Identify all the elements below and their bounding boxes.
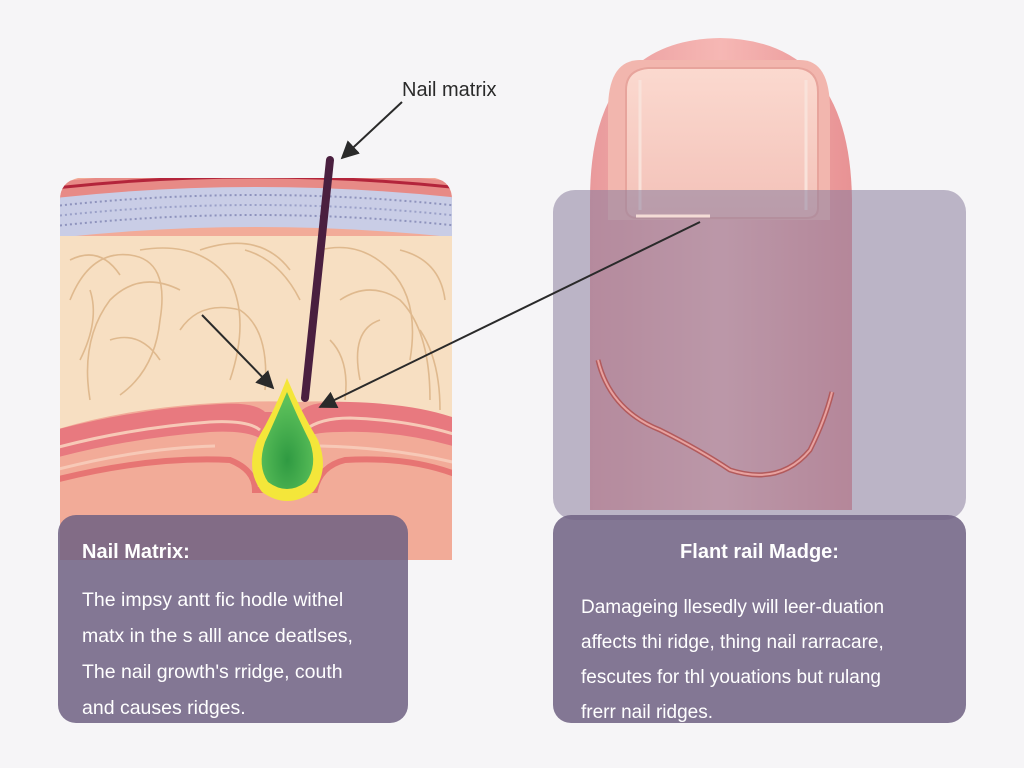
right-panel-line: Damageing llesedly will leer-duation xyxy=(581,597,885,618)
right-info-panel: Flant rail Madge: Damageing llesedly wil… xyxy=(553,515,966,723)
matrix-arrow xyxy=(201,314,275,390)
matrix-pointer-bar xyxy=(301,156,334,402)
matrix-core xyxy=(261,392,314,489)
epidermis-line xyxy=(60,178,452,190)
right-panel-line: fescutes for thl youations but rulang xyxy=(581,667,881,688)
left-panel-line: matx in the s alll ance deatlses, xyxy=(82,625,353,647)
right-panel-body: Damageing llesedly will leer-duation aff… xyxy=(581,590,938,730)
nail-matrix-label: Nail matrix xyxy=(402,79,496,101)
nail-matrix-structure xyxy=(252,378,323,501)
right-panel-line: affects thi ridge, thing nail rarracare, xyxy=(581,632,884,653)
dotted-layer xyxy=(60,187,452,238)
left-panel-line: and causes ridges. xyxy=(82,697,246,719)
label-arrow xyxy=(340,101,403,160)
left-panel-line: The nail growth's rridge, couth xyxy=(82,661,343,683)
dermis-tissue xyxy=(60,236,452,430)
right-panel-title: Flant rail Madge: xyxy=(680,541,839,563)
right-panel-line: frerr nail ridges. xyxy=(581,702,713,723)
left-panel-body: The impsy antt fic hodle withel matx in … xyxy=(82,582,384,726)
left-panel-line: The impsy antt fic hodle withel xyxy=(82,589,344,611)
nail-overlay-panel xyxy=(553,190,966,520)
tissue-fibers xyxy=(69,242,446,411)
left-panel-title: Nail Matrix: xyxy=(82,541,190,563)
connector-arrow xyxy=(318,221,701,409)
left-info-panel: Nail Matrix: The impsy antt fic hodle wi… xyxy=(58,515,408,723)
cross-section xyxy=(60,178,452,560)
